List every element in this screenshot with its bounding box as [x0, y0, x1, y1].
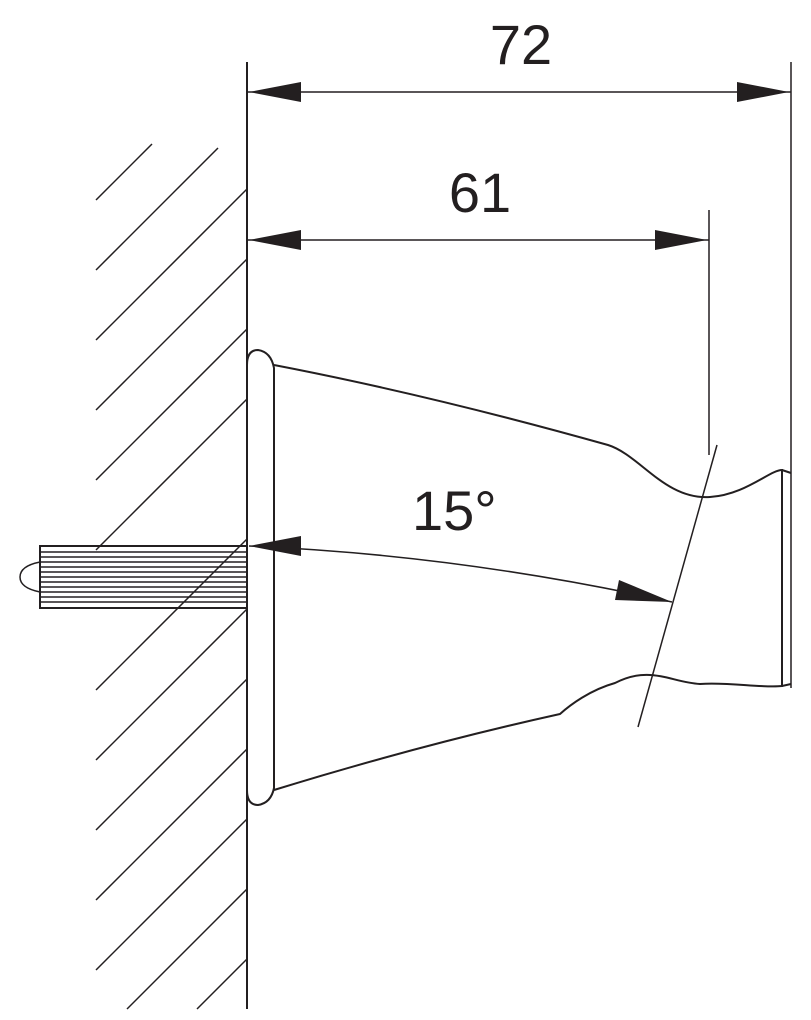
wall-anchor	[19, 545, 247, 609]
wall-flange	[246, 348, 275, 807]
dimension-label-72: 72	[490, 13, 552, 76]
angle-dimension-15: 15°	[248, 479, 673, 603]
wall-hatching	[95, 143, 248, 1010]
angle-label-15: 15°	[412, 479, 497, 542]
dimension-72: 72	[247, 13, 792, 688]
holder-body	[273, 364, 792, 791]
dimension-61: 61	[247, 161, 710, 455]
tilt-reference-line	[637, 444, 718, 728]
dimension-label-61: 61	[449, 161, 511, 224]
